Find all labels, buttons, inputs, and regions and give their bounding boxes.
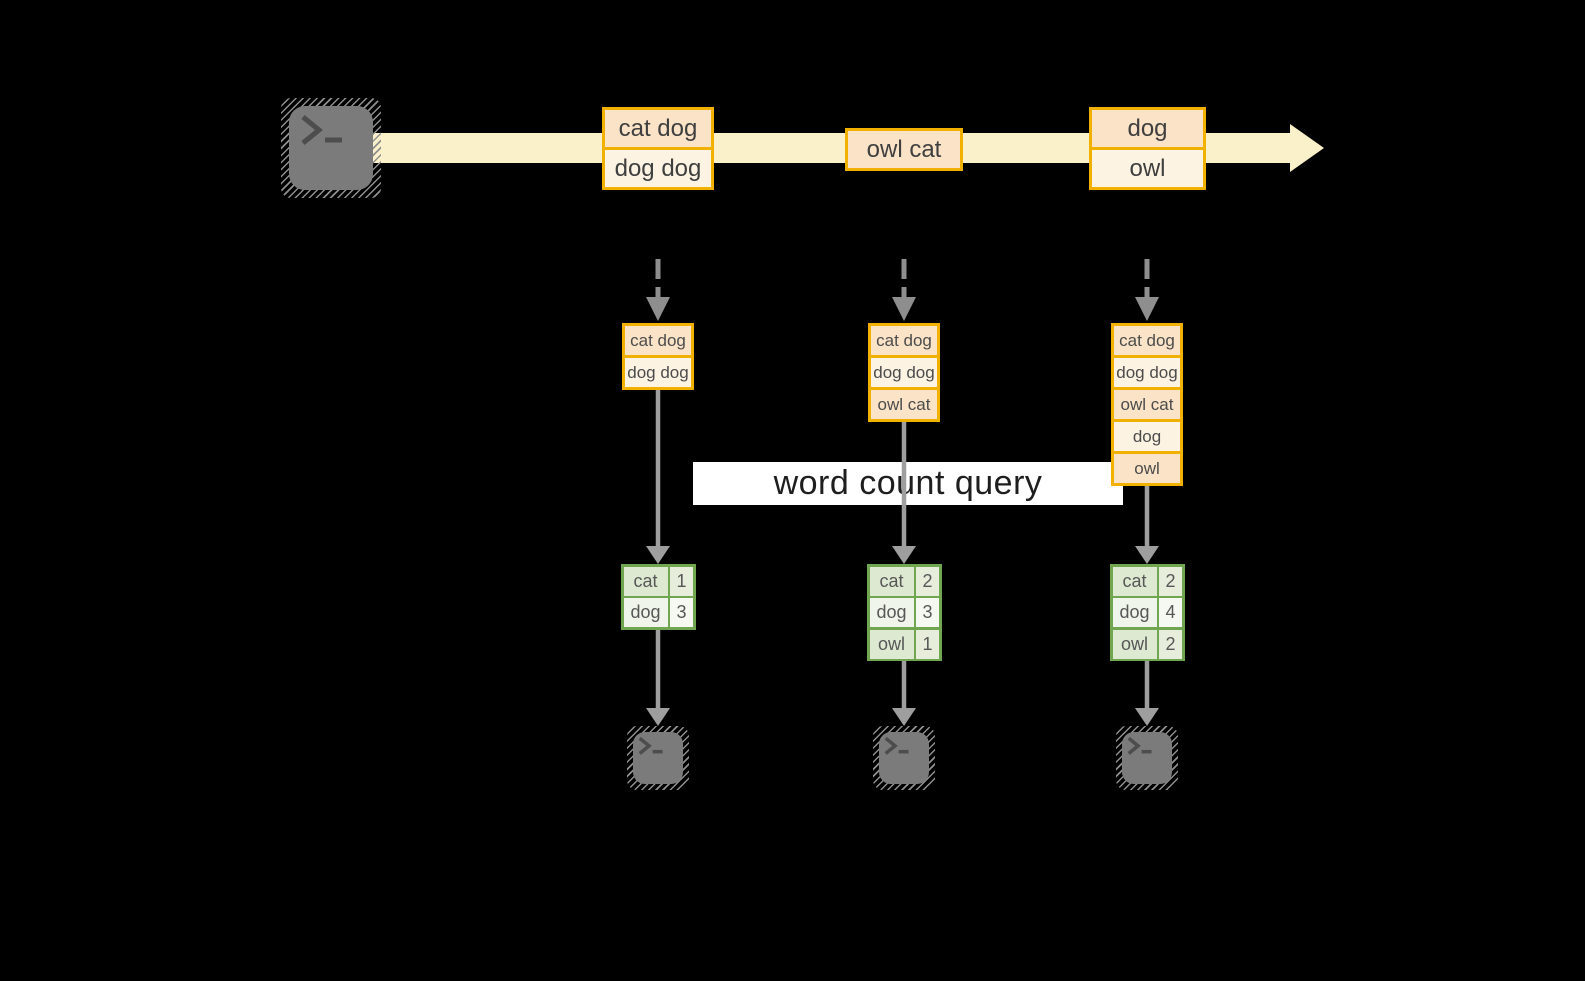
count-value: 3 xyxy=(916,598,939,627)
count-table-3: cat 2 dog 4 owl 2 xyxy=(1110,564,1185,661)
batch-1-arrowhead-icon xyxy=(646,297,670,321)
pipeline-2-sink-arrowhead-icon xyxy=(892,708,916,726)
stream-record: owl cat xyxy=(848,131,960,168)
buffer-record: dog xyxy=(1114,422,1180,451)
count-word: dog xyxy=(1112,598,1157,627)
buffer-record: cat dog xyxy=(871,326,937,355)
count-table-1: cat 1 dog 3 xyxy=(621,564,696,630)
buffer-record: dog dog xyxy=(871,358,937,387)
buffer-record: owl cat xyxy=(871,390,937,419)
count-word: cat xyxy=(1112,566,1157,596)
stream-record: dog xyxy=(1092,110,1203,147)
pipeline-1-sink-arrowhead-icon xyxy=(646,708,670,726)
pipeline-1-query-arrowhead-icon xyxy=(646,546,670,564)
buffer-record: owl cat xyxy=(1114,390,1180,419)
pipeline-3-sink-arrowhead-icon xyxy=(1135,708,1159,726)
input-buffer-3: cat dog dog dog owl cat dog owl xyxy=(1111,323,1183,486)
count-value: 2 xyxy=(916,566,939,596)
count-value: 1 xyxy=(670,566,693,596)
query-label: word count query xyxy=(773,464,1043,502)
buffer-record: cat dog xyxy=(1114,326,1180,355)
stream-batch-1: cat dog dog dog xyxy=(602,107,714,190)
buffer-record: dog dog xyxy=(625,358,691,387)
input-buffer-1: cat dog dog dog xyxy=(622,323,694,390)
count-word: dog xyxy=(623,598,668,627)
stream-record: cat dog xyxy=(605,110,711,147)
pipeline-3-query-arrowhead-icon xyxy=(1135,546,1159,564)
pipeline-2-query-arrowhead-icon xyxy=(892,546,916,564)
stream-batch-2: owl cat xyxy=(845,128,963,171)
count-table-2: cat 2 dog 3 owl 1 xyxy=(867,564,942,661)
count-word: owl xyxy=(1112,629,1157,659)
count-word: cat xyxy=(869,566,914,596)
count-value: 2 xyxy=(1159,566,1182,596)
terminal-prompt-icon xyxy=(301,115,342,145)
source-terminal-icon xyxy=(281,98,381,198)
count-value: 2 xyxy=(1159,629,1182,659)
terminal-prompt-icon xyxy=(1127,736,1152,755)
count-value: 4 xyxy=(1159,598,1182,627)
query-label-bar: word count query xyxy=(693,462,1123,505)
count-value: 3 xyxy=(670,598,693,627)
sink-terminal-icon-1 xyxy=(627,726,689,790)
count-word: dog xyxy=(869,598,914,627)
input-buffer-2: cat dog dog dog owl cat xyxy=(868,323,940,422)
batch-2-arrowhead-icon xyxy=(892,297,916,321)
sink-terminal-icon-2 xyxy=(873,726,935,790)
buffer-record: dog dog xyxy=(1114,358,1180,387)
stream-arrow-head-icon xyxy=(1290,124,1324,172)
terminal-prompt-icon xyxy=(638,736,663,755)
count-word: owl xyxy=(869,629,914,659)
stream-record: dog dog xyxy=(605,150,711,187)
buffer-record: cat dog xyxy=(625,326,691,355)
stream-batch-3: dog owl xyxy=(1089,107,1206,190)
sink-terminal-icon-3 xyxy=(1116,726,1178,790)
buffer-record: owl xyxy=(1114,454,1180,483)
count-word: cat xyxy=(623,566,668,596)
batch-3-arrowhead-icon xyxy=(1135,297,1159,321)
terminal-prompt-icon xyxy=(884,736,909,755)
stream-record: owl xyxy=(1092,150,1203,187)
count-value: 1 xyxy=(916,629,939,659)
